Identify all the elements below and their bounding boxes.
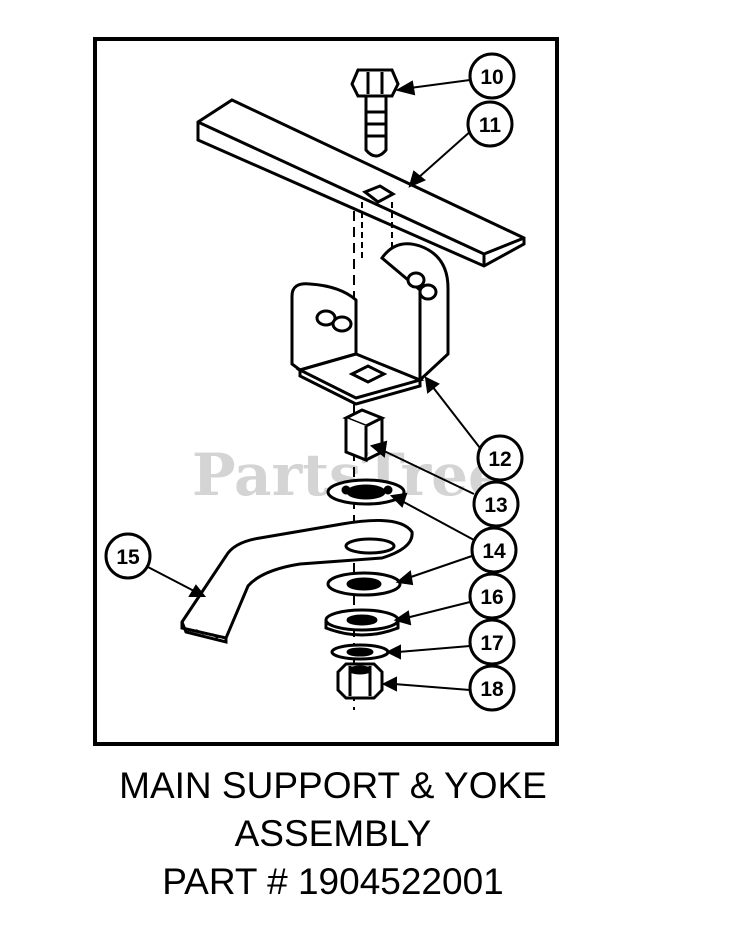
callout-15: 15: [104, 532, 152, 580]
callout-13-label: 13: [484, 494, 507, 517]
callout-18: 18: [468, 664, 516, 712]
caption-part-number: PART # 1904522001: [162, 861, 504, 902]
callout-12-label: 12: [488, 448, 511, 471]
square-shaft: [361, 202, 393, 260]
callout-11: 11: [466, 100, 514, 148]
part-bearing-upper: [326, 478, 406, 506]
callout-10-label: 10: [480, 66, 503, 89]
part-square-insert: [342, 408, 386, 463]
callout-16-label: 16: [480, 586, 503, 609]
part-yoke-arm: [180, 518, 414, 644]
callout-12: 12: [476, 434, 524, 482]
callout-14-label: 14: [482, 540, 506, 563]
diagram-frame: [93, 37, 559, 746]
callout-16: 16: [468, 572, 516, 620]
callout-13: 13: [472, 480, 520, 528]
part-bolt: [350, 68, 400, 158]
callout-11-label: 11: [479, 114, 502, 137]
part-plate: [196, 98, 526, 268]
part-washer: [324, 608, 400, 637]
leader-lines: [145, 79, 481, 692]
assembly-caption: MAIN SUPPORT & YOKE ASSEMBLY PART # 1904…: [0, 762, 666, 906]
part-nut: [336, 662, 384, 700]
callout-10: 10: [468, 52, 516, 100]
caption-title: MAIN SUPPORT & YOKE: [119, 765, 547, 806]
callout-17-label: 17: [480, 632, 503, 655]
callout-15-label: 15: [116, 546, 140, 569]
part-bearing-lower: [326, 571, 402, 597]
callout-17: 17: [468, 618, 516, 666]
part-bracket: [290, 242, 450, 406]
callout-14: 14: [470, 526, 518, 574]
part-lock-washer: [330, 643, 390, 661]
caption-subtitle: ASSEMBLY: [234, 813, 432, 854]
callout-18-label: 18: [480, 678, 504, 701]
